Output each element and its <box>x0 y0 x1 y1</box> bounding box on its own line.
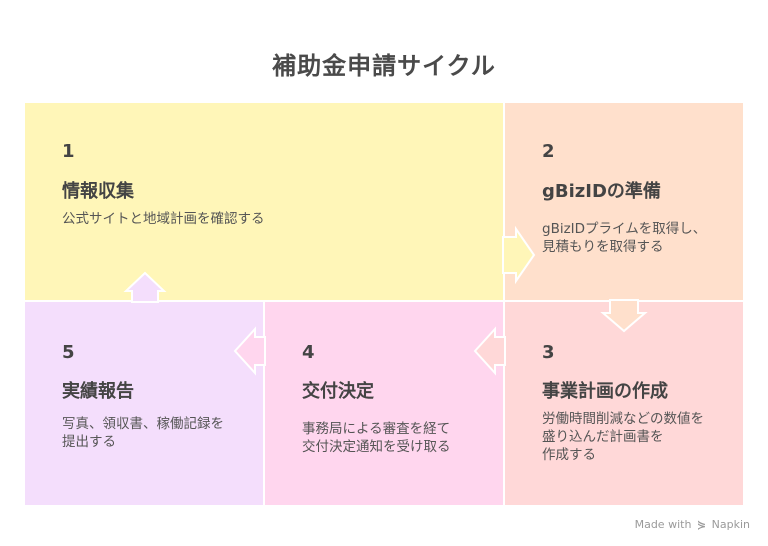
step-3-heading: 事業計画の作成 <box>542 381 668 402</box>
step-2-number: 2 <box>542 141 555 162</box>
step-4-heading: 交付決定 <box>302 381 374 402</box>
arrow-left-icon <box>233 326 266 376</box>
diagram-title: 補助金申請サイクル <box>272 52 496 80</box>
step-5-number: 5 <box>62 342 75 363</box>
step-1-number: 1 <box>62 141 75 162</box>
footer-prefix: Made with <box>634 518 692 531</box>
arrow-left-icon <box>473 326 506 376</box>
step-2-heading: gBizIDの準備 <box>542 181 661 202</box>
footer-attribution: Made with ⋟ Napkin <box>635 518 750 531</box>
arrow-up-icon <box>123 271 167 303</box>
napkin-logo-icon: ⋟ <box>696 518 707 531</box>
step-1-heading: 情報収集 <box>62 181 134 202</box>
step-3-card: 3 事業計画の作成 労働時間削減などの数値を 盛り込んだ計画書を 作成する <box>505 302 743 505</box>
footer-brand: Napkin <box>711 518 750 531</box>
arrow-down-icon <box>600 299 648 333</box>
step-5-description: 写真、領収書、稼働記録を 提出する <box>62 416 224 450</box>
step-5-card: 5 実績報告 写真、領収書、稼働記録を 提出する <box>25 302 263 505</box>
step-2-description: gBizIDプライムを取得し、 見積もりを取得する <box>542 221 707 255</box>
arrow-right-icon <box>502 225 536 285</box>
step-5-heading: 実績報告 <box>62 381 134 402</box>
step-1-description: 公式サイトと地域計画を確認する <box>62 211 265 227</box>
step-4-description: 事務局による審査を経て 交付決定通知を受け取る <box>302 421 451 455</box>
step-3-number: 3 <box>542 342 555 363</box>
step-1-card: 1 情報収集 公式サイトと地域計画を確認する <box>25 103 503 300</box>
step-4-card: 4 交付決定 事務局による審査を経て 交付決定通知を受け取る <box>265 302 503 505</box>
step-4-number: 4 <box>302 342 315 363</box>
step-2-card: 2 gBizIDの準備 gBizIDプライムを取得し、 見積もりを取得する <box>505 103 743 300</box>
step-3-description: 労働時間削減などの数値を 盛り込んだ計画書を 作成する <box>542 411 704 463</box>
